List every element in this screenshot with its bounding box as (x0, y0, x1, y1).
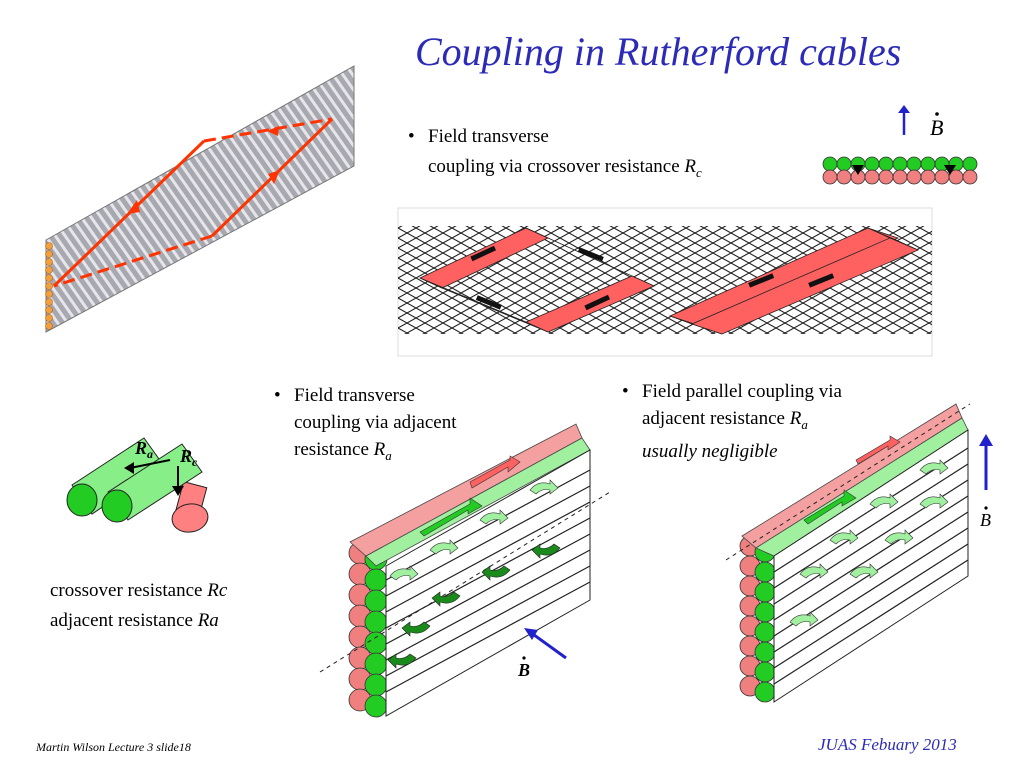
strand-edge (45, 242, 53, 330)
bullet-adjacent-transverse: • Field transverse coupling via adjacent… (274, 385, 457, 463)
arrow-icon (127, 200, 140, 214)
bdot-label: B (517, 660, 530, 680)
bullet-crossover: • Field transverse coupling via crossove… (408, 126, 702, 180)
bdot-label: B (930, 115, 943, 140)
crossed-strands-diagram: Ra Rc (66, 437, 209, 533)
bullet-parallel: • Field parallel coupling via adjacent r… (622, 381, 842, 462)
rc-label: Rc (179, 446, 198, 469)
ra-label: Ra (134, 438, 153, 461)
footer-author: Martin Wilson Lecture 3 slide18 (36, 740, 191, 754)
transverse-adjacent-diagram: B (319, 423, 611, 718)
legend-adjacent: adjacent resistance Ra (50, 610, 219, 631)
parallel-adjacent-diagram: B (725, 403, 993, 703)
slide-title: Coupling in Rutherford cables (415, 29, 902, 74)
footer-event: JUAS Febuary 2013 (818, 735, 957, 754)
arrow-icon (267, 126, 279, 136)
cable-photo (45, 65, 355, 333)
bdot-label: B (980, 510, 991, 530)
legend-crossover: crossover resistance Rc (50, 580, 228, 601)
crossover-mesh-diagram (397, 207, 933, 357)
strand-layer-diagram: B (822, 105, 978, 185)
arrow-icon (268, 170, 280, 184)
